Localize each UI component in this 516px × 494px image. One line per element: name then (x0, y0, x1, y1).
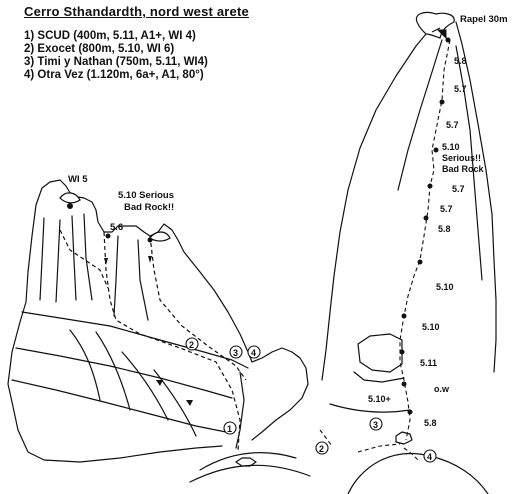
pitch-grade: 5.7 (452, 184, 465, 194)
svg-text:3: 3 (373, 420, 378, 430)
pitch-grade: 5.7 (446, 120, 459, 130)
pitch-grade: 5.8 (424, 418, 437, 428)
pitch-grade: 5.8 (454, 56, 467, 66)
svg-text:4: 4 (251, 348, 256, 358)
summit-mushroom (416, 12, 454, 38)
snow-mound (348, 454, 488, 494)
marker-route-4-right: 4 (424, 450, 436, 462)
label-wi5: WI 5 (68, 174, 88, 185)
marker-route-3: 3 (230, 346, 242, 358)
marker-route-2: 2 (186, 338, 198, 350)
slab-line-1 (22, 312, 248, 368)
pitch-grade: 5.10+ (368, 394, 391, 404)
right-ridge (252, 348, 308, 440)
arrow-down-1 (104, 258, 108, 265)
slab-rib-2 (96, 332, 130, 410)
pitch-grade: 5.10 (422, 322, 440, 332)
pitch-grade: 5.7 (454, 84, 467, 94)
marker-route-3-right: 3 (370, 418, 382, 430)
right-left-edge (322, 34, 426, 380)
pillar-2 (56, 220, 60, 302)
arrow-slab-1 (156, 380, 163, 386)
lower-ledge (354, 372, 404, 382)
pitch-grade: 5.11 (420, 358, 437, 368)
route-line-exocet (150, 236, 246, 380)
svg-text:4: 4 (427, 452, 432, 462)
pillar-5 (114, 236, 118, 316)
marker-route-4: 4 (248, 346, 260, 358)
right-topo (322, 12, 496, 494)
marker-route-2-right: 2 (316, 442, 328, 454)
pitch-grade: 5.8 (438, 224, 451, 234)
ledge-block (358, 334, 402, 372)
marker-route-1: 1 (224, 422, 236, 434)
svg-text:2: 2 (319, 444, 324, 454)
left-route-lines (60, 230, 246, 450)
pillar-3 (72, 216, 76, 300)
approach-line-3 (358, 444, 400, 452)
pitch-grade: 5.7 (440, 204, 453, 214)
svg-text:2: 2 (189, 340, 194, 350)
svg-text:3: 3 (233, 348, 238, 358)
label-rapel: Rapel 30m (460, 14, 508, 25)
left-topo (8, 180, 310, 482)
right-route-markers: 2 3 4 (316, 418, 436, 462)
label-serious-bad-rock: Bad Rock (442, 164, 485, 174)
label-bad-rock: Bad Rock!! (124, 202, 174, 213)
glacier-lower-edge (190, 465, 310, 482)
belay-left-2 (106, 234, 111, 239)
gully-line (236, 372, 244, 448)
pillar-1 (40, 218, 44, 300)
pitch-grades: 5.8 5.7 5.7 5.7 5.7 5.8 5.10 5.10 5.11 5… (368, 56, 467, 428)
slab-rib-3 (122, 352, 168, 420)
slab-rib-1 (70, 330, 100, 400)
belay-left-1 (67, 203, 73, 209)
svg-text:1: 1 (227, 424, 232, 434)
pillar-6 (138, 240, 148, 320)
label-510-serious: 5.10 Serious (118, 190, 174, 201)
route-line-scud (104, 232, 240, 450)
label-ow: o.w (434, 384, 450, 394)
right-base (330, 404, 410, 412)
right-right-edge (456, 22, 496, 372)
snow-cap-1 (60, 193, 80, 203)
label-serious-510: 5.10 (442, 142, 460, 152)
arrow-down-2 (148, 256, 152, 263)
snow-cap-2 (150, 232, 170, 241)
label-pitch-56: 5.6 (110, 222, 123, 233)
left-route-markers: 1 2 3 4 (186, 338, 260, 434)
label-serious: Serious!! (442, 153, 481, 163)
arrow-slab-2 (186, 400, 193, 406)
inner-edge-right (456, 46, 482, 280)
pitch-grade: 5.10 (436, 282, 454, 292)
crevasse-mark (396, 432, 412, 444)
pillar-4 (84, 214, 92, 300)
route-line-slab (60, 230, 108, 288)
